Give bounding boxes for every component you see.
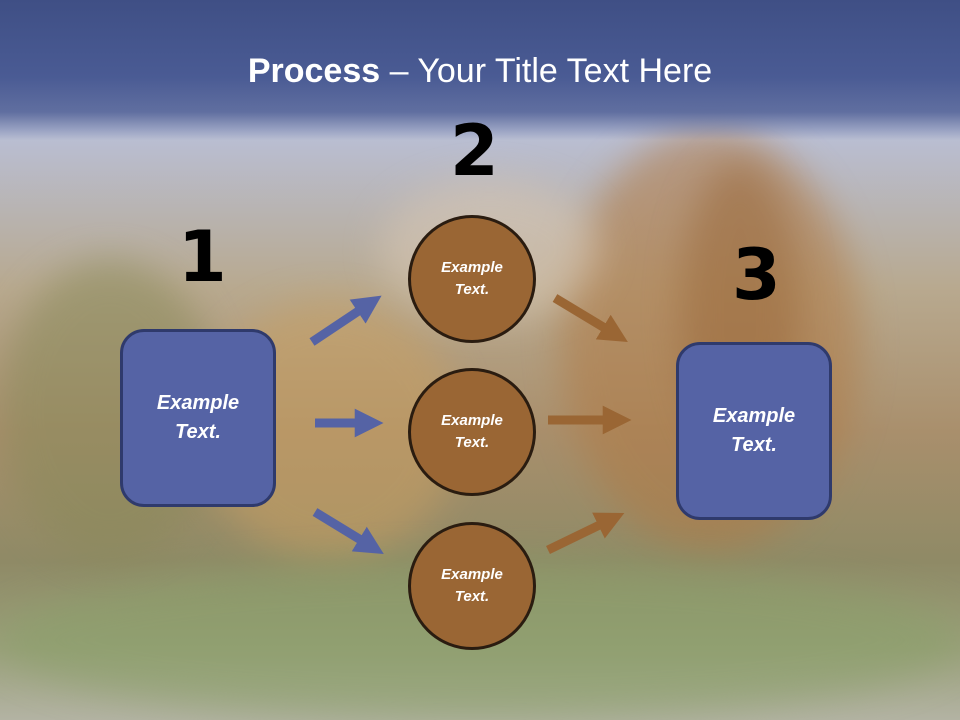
box-left-line1: Example [156,392,240,414]
title-band [0,0,960,140]
step-number-1: 1 [178,216,227,298]
circle-top-line2: Text. [454,281,490,298]
arrow-top-to-right [552,294,628,342]
arrow-left-to-top [309,295,382,346]
title-bold: Process [247,52,381,90]
step-number-2: 2 [450,110,499,192]
circle-top-line1: Example [441,258,503,276]
box-right-line1: Example [712,405,796,427]
slide-title: Process – Your Title Text Here [0,52,960,91]
circle-bottom-line2: Text. [454,588,490,605]
arrow-left-to-bottom [312,508,384,555]
circle-middle-line2: Text. [454,434,490,451]
arrow-bottom-to-right [546,512,625,555]
box-right-line2: Text. [731,434,777,456]
circle-middle-line1: Example [441,411,503,429]
title-rest: – Your Title Text Here [380,52,713,90]
step-number-3: 3 [732,234,781,316]
box-left-line2: Text. [175,421,221,443]
circle-bottom-line1: Example [441,565,503,583]
